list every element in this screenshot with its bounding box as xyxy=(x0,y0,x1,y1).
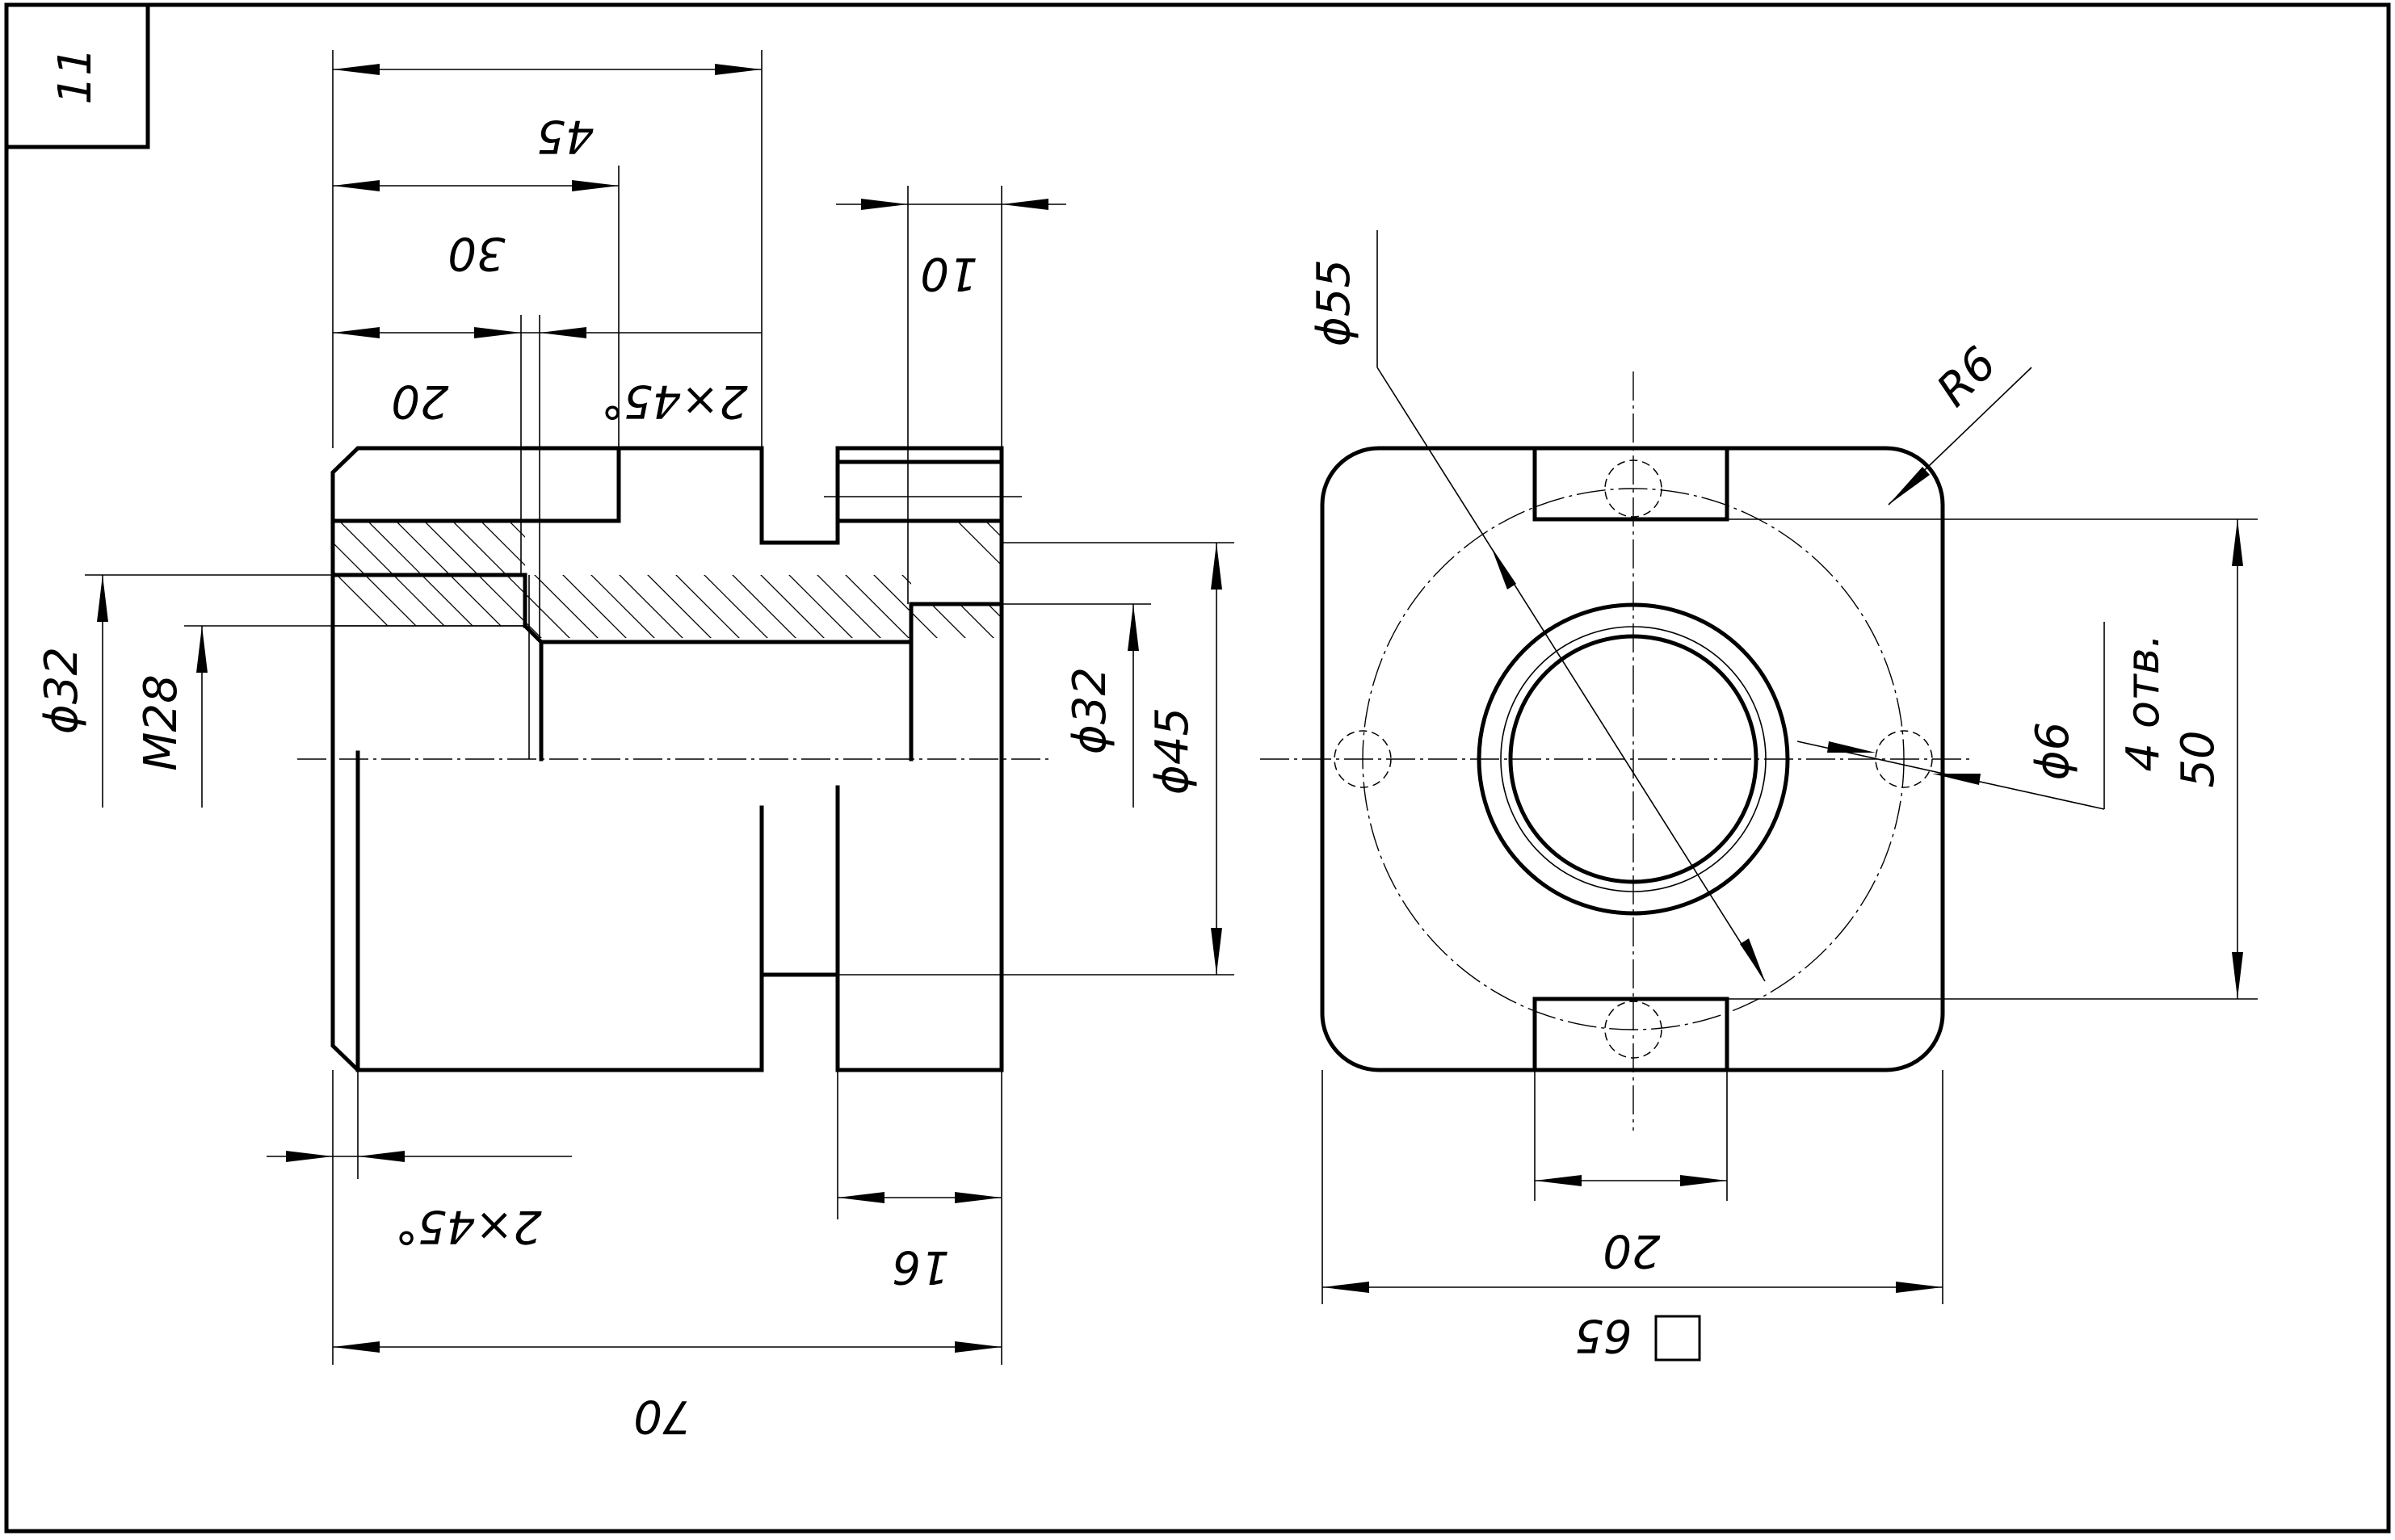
sheet-number: 11 xyxy=(49,47,102,104)
section-hatching xyxy=(333,521,1002,638)
side-view-dimensions: 45 30 20 2×45° 10 2×45° 16 70 ϕ32 xyxy=(36,50,1234,1442)
front-view xyxy=(1260,371,1971,1131)
dim-20-slot: 20 xyxy=(1603,1224,1660,1277)
dim-70: 70 xyxy=(633,1390,691,1442)
dim-r6: R6 xyxy=(1927,338,2007,418)
side-section-view xyxy=(297,446,1050,1072)
dim-20: 20 xyxy=(391,375,448,427)
dim-30: 30 xyxy=(447,227,505,279)
dim-16: 16 xyxy=(892,1240,949,1293)
dim-dia32-left: ϕ32 xyxy=(36,647,88,734)
sheet-number-box xyxy=(4,2,150,149)
dim-m28: M28 xyxy=(135,674,187,771)
dim-chamfer-top: 2×45° xyxy=(601,375,748,427)
dim-10: 10 xyxy=(920,247,977,300)
dim-45: 45 xyxy=(536,110,594,162)
dim-dia45: ϕ45 xyxy=(1146,707,1199,795)
sheet-border xyxy=(4,2,2391,1534)
square-symbol xyxy=(1654,1315,1701,1362)
dim-chamfer-bottom: 2×45° xyxy=(395,1200,542,1253)
dim-dia55: ϕ55 xyxy=(1308,259,1360,346)
dim-65: 65 xyxy=(1574,1309,1632,1362)
dim-holes-count: 4 отв. xyxy=(2117,633,2170,771)
dim-dia32-right: ϕ32 xyxy=(1064,667,1116,754)
dim-dia6: ϕ6 xyxy=(2027,722,2079,781)
dim-50: 50 xyxy=(2172,730,2225,787)
